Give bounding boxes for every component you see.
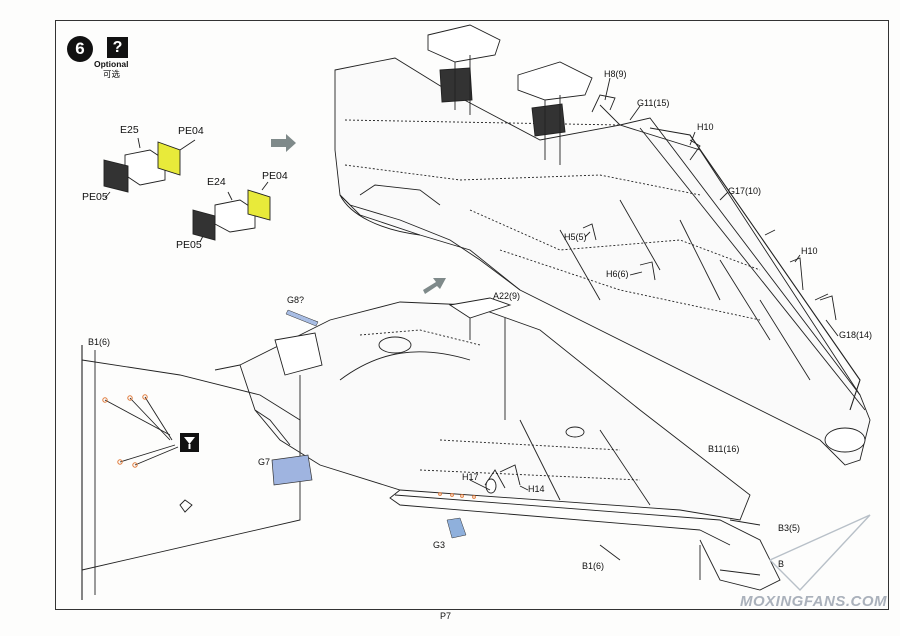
step-number-badge: 6 [67,36,93,62]
part-label: PE05 [176,239,202,251]
part-label: B3(5) [778,523,801,533]
b1-side-panel [81,345,301,600]
upper-wing-drawing [334,24,871,466]
part-label: B [778,559,785,569]
position-marks [102,394,476,499]
drill-hole-icon [180,433,199,452]
part-label: G3 [433,540,446,550]
page-number: P7 [440,611,452,621]
part-label: PE05 [82,191,108,203]
part-label: H14 [528,484,545,494]
watermark-text: MOXINGFANS.COM [740,593,888,610]
part-label: H17 [462,472,479,482]
watermark-plane-icon [768,514,871,592]
part-label: G11(15) [637,98,670,108]
clear-part-g3 [446,517,467,539]
clear-part-g8 [285,309,319,327]
optional-question-icon: ? [107,37,128,58]
part-label: E25 [120,124,139,136]
part-label: H8(9) [604,69,627,79]
part-label: B1(6) [88,337,111,347]
part-label: H5(5) [564,232,587,242]
part-label: H10 [697,122,714,132]
direction-arrow-lower [423,278,446,294]
part-label: A22(9) [493,291,521,301]
part-label: PE04 [178,125,204,137]
part-label: PE04 [262,170,288,182]
part-label: G17(10) [728,186,762,196]
optional-label-cn: 可选 [103,69,121,79]
clear-part-g7 [271,454,313,486]
part-label: G8? [287,295,305,305]
part-label: H10 [801,246,818,256]
part-label: G7 [258,457,271,467]
part-label: G18(14) [839,330,873,340]
optional-label: Optional [94,59,129,69]
part-label: E24 [207,176,226,188]
part-label: H6(6) [606,269,629,279]
lower-wing-drawing [214,297,781,591]
optional-subassembly [103,137,271,243]
direction-arrow-upper [271,134,296,152]
part-label: B11(16) [708,444,740,454]
part-label: B1(6) [582,561,605,571]
page-frame [55,20,889,610]
